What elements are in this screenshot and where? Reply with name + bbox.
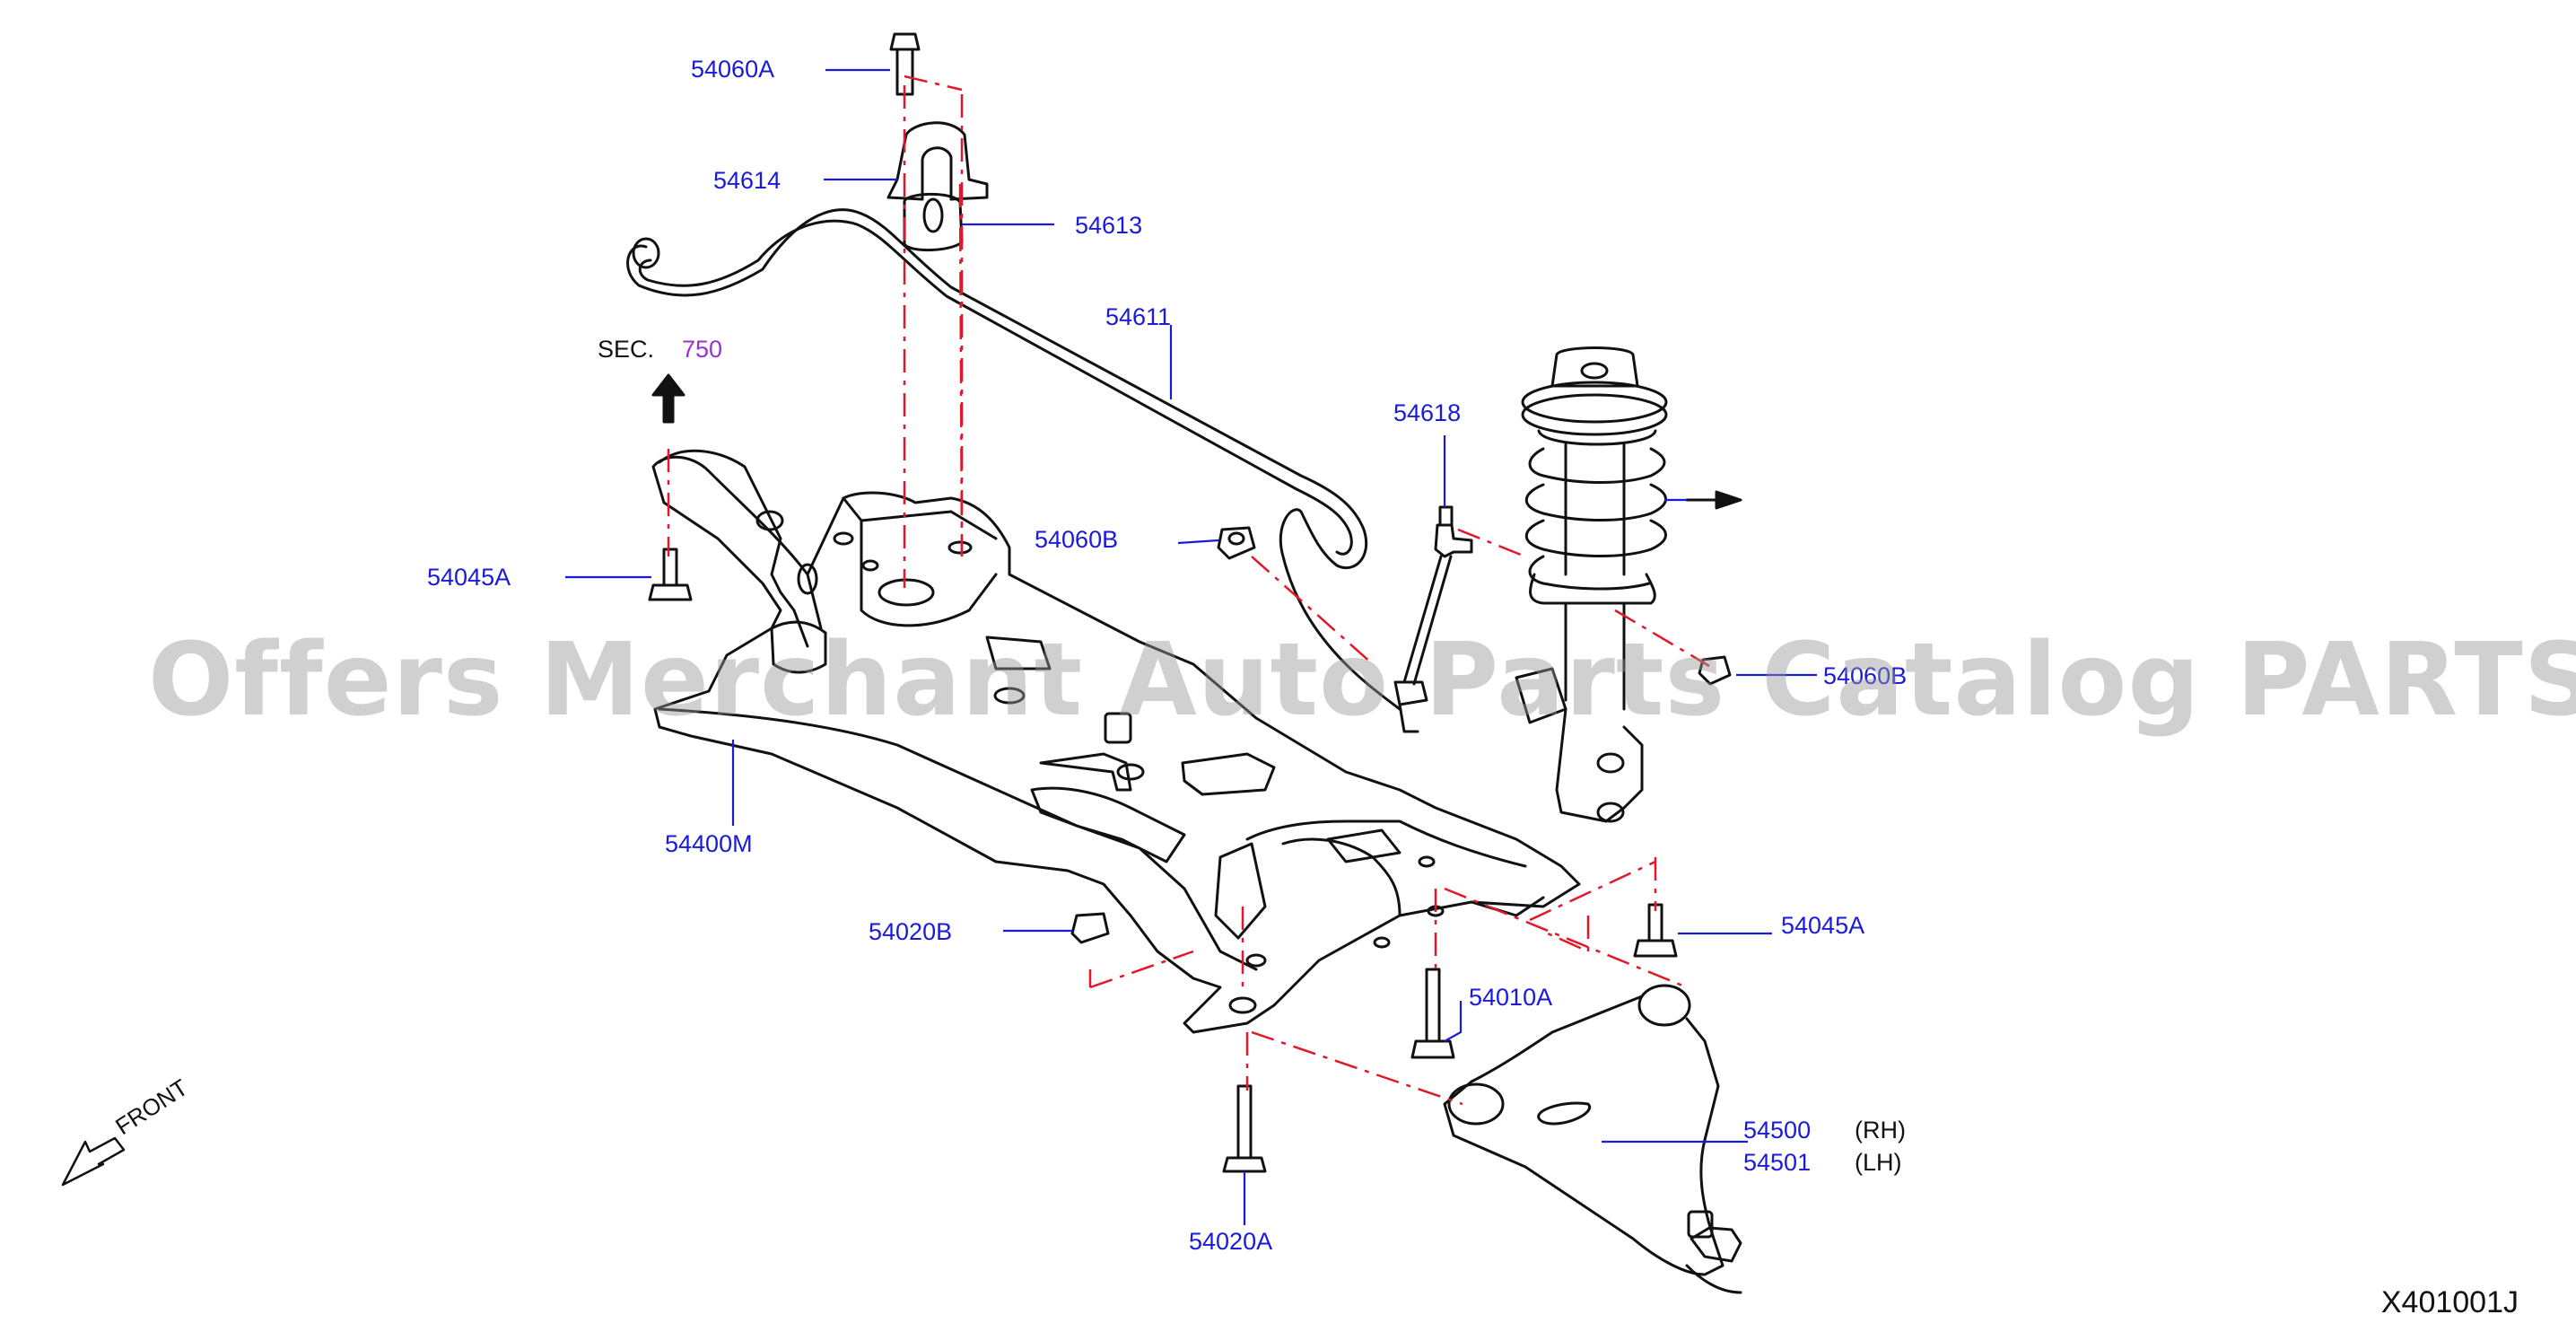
nut-left xyxy=(1217,526,1256,560)
label-54045a-right: 54045A xyxy=(1781,912,1865,939)
drawing-code: X401001J xyxy=(2380,1285,2519,1319)
label-54060b-left: 54060B xyxy=(1035,526,1119,553)
front-arrow xyxy=(61,1136,126,1187)
crossmember xyxy=(651,455,1581,1034)
bushing xyxy=(903,192,964,252)
label-rh: (RH) xyxy=(1855,1117,1906,1144)
stabilizer-bar xyxy=(626,208,1402,711)
nut-right xyxy=(1698,655,1732,686)
label-54045a-left: 54045A xyxy=(427,564,511,591)
label-54500: 54500 xyxy=(1743,1117,1812,1144)
label-sec-number: 750 xyxy=(682,336,723,363)
left-mount-bracket xyxy=(658,449,818,648)
label-54618: 54618 xyxy=(1393,399,1462,426)
bolt-top xyxy=(889,32,921,96)
reference-lines xyxy=(667,74,1710,1106)
section-arrow-up xyxy=(651,373,685,424)
label-54020a: 54020A xyxy=(1189,1228,1273,1255)
label-54020b: 54020B xyxy=(869,918,953,945)
label-54060a: 54060A xyxy=(691,56,775,83)
bolt-left xyxy=(648,548,693,601)
label-lh: (LH) xyxy=(1855,1149,1902,1176)
strut-assembly xyxy=(1515,346,1668,823)
leader-lines xyxy=(565,68,1817,1225)
label-54060b-right: 54060B xyxy=(1823,662,1908,689)
label-54010a: 54010A xyxy=(1469,984,1553,1011)
label-54613: 54613 xyxy=(1075,212,1143,239)
label-sec: SEC. xyxy=(598,336,655,363)
nut-54020b xyxy=(1070,912,1110,944)
label-54611: 54611 xyxy=(1105,303,1172,330)
direction-arrow-right xyxy=(1685,490,1742,510)
label-54400m: 54400M xyxy=(665,830,753,857)
watermark: Offers Merchant Auto Parts Catalog PARTS… xyxy=(148,622,2576,739)
bolt-right xyxy=(1633,903,1678,958)
label-54501: 54501 xyxy=(1743,1149,1812,1176)
bolt-54010a xyxy=(1410,968,1455,1059)
stabilizer-link xyxy=(1393,505,1473,733)
bolt-54020a xyxy=(1222,1084,1267,1173)
label-54614: 54614 xyxy=(713,167,782,194)
bracket xyxy=(886,121,989,201)
lower-control-arm xyxy=(1443,984,1742,1294)
